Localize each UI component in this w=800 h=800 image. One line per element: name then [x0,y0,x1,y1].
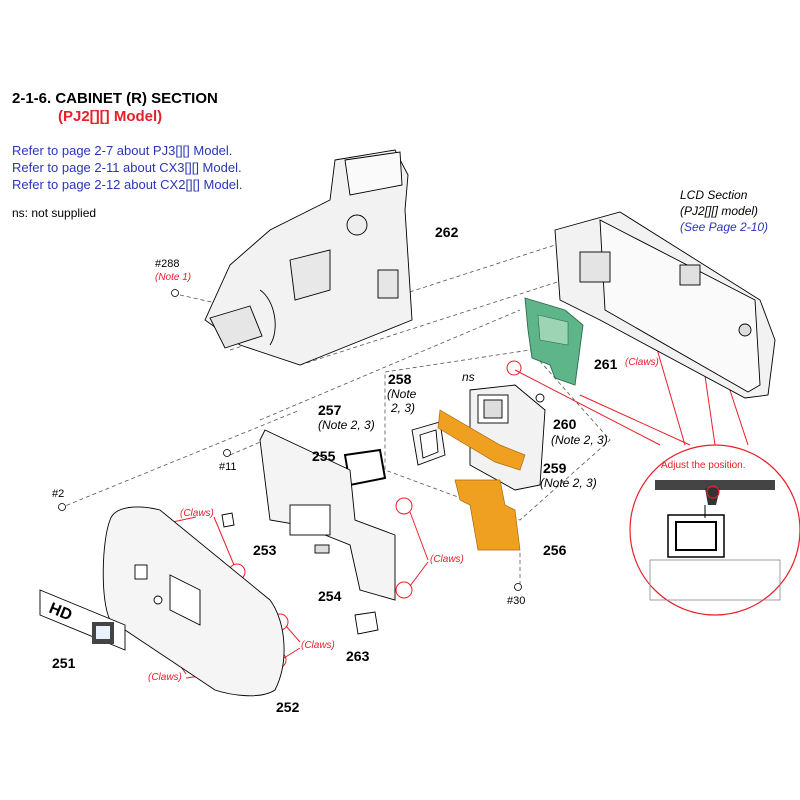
label-258: 258 [388,371,412,387]
lcd-section-title: LCD Section [680,188,748,202]
claws-note-5: (Claws) [148,672,182,683]
part-259-block [469,384,546,491]
lcd-section-model: (PJ2[][] model) [680,204,759,218]
lcd-section-see-link[interactable]: (See Page 2-10) [680,220,769,234]
screw-label-11: #11 [219,461,237,473]
label-262: 262 [435,224,459,240]
ns-label: ns [462,370,475,384]
ref-link-pj3[interactable]: Refer to page 2-7 about PJ3[][] Model. [12,143,233,158]
ns-note: ns: not supplied [12,206,97,220]
label-261: 261 [594,356,618,372]
part-258-bezel [411,421,446,466]
label-259: 259 [543,460,567,476]
adjust-position-label: Adjust the position. [661,460,746,471]
model-title: (PJ2[][] Model) [58,108,163,125]
label-256: 256 [543,542,567,558]
part-263-sheet [354,611,379,635]
part-254-sheet [259,429,396,601]
note-259: (Note 2, 3) [540,476,597,490]
label-251: 251 [52,655,76,671]
label-253: 253 [253,542,277,558]
label-255: 255 [312,448,336,464]
label-260: 260 [553,416,577,432]
note-257: (Note 2, 3) [318,418,375,432]
label-252: 252 [276,699,300,715]
part-252-cabinet [102,506,285,697]
screw-label-2: #2 [52,488,65,500]
part-261-board [524,297,584,386]
ref-link-cx2[interactable]: Refer to page 2-12 about CX2[][] Model. [12,177,243,192]
claws-note-4: (Claws) [301,640,335,651]
note-1: (Note 1) [155,272,192,283]
part-253-pad [221,512,235,528]
note-260: (Note 2, 3) [551,433,608,447]
adjust-position-inset [629,444,800,616]
part-257-flex [437,409,526,471]
note-258-line1: (Note [387,387,417,401]
claws-note-1: (Claws) [180,508,214,519]
label-263: 263 [346,648,370,664]
claws-note-3: (Claws) [430,554,464,565]
screw-label-30: #30 [507,595,526,607]
part-262-frame [204,149,413,366]
lcd-section [554,211,776,399]
part-256-flex [454,479,521,551]
label-257: 257 [318,402,342,418]
section-title: 2-1-6. CABINET (R) SECTION [12,90,218,107]
claws-note-2: (Claws) [625,357,659,368]
label-254: 254 [318,588,342,604]
screw-label-288: #288 [155,258,180,270]
part-251-badge: HD [39,589,126,651]
ref-link-cx3[interactable]: Refer to page 2-11 about CX3[][] Model. [12,160,242,175]
screws [58,289,522,591]
note-258-line2: 2, 3) [391,401,416,415]
